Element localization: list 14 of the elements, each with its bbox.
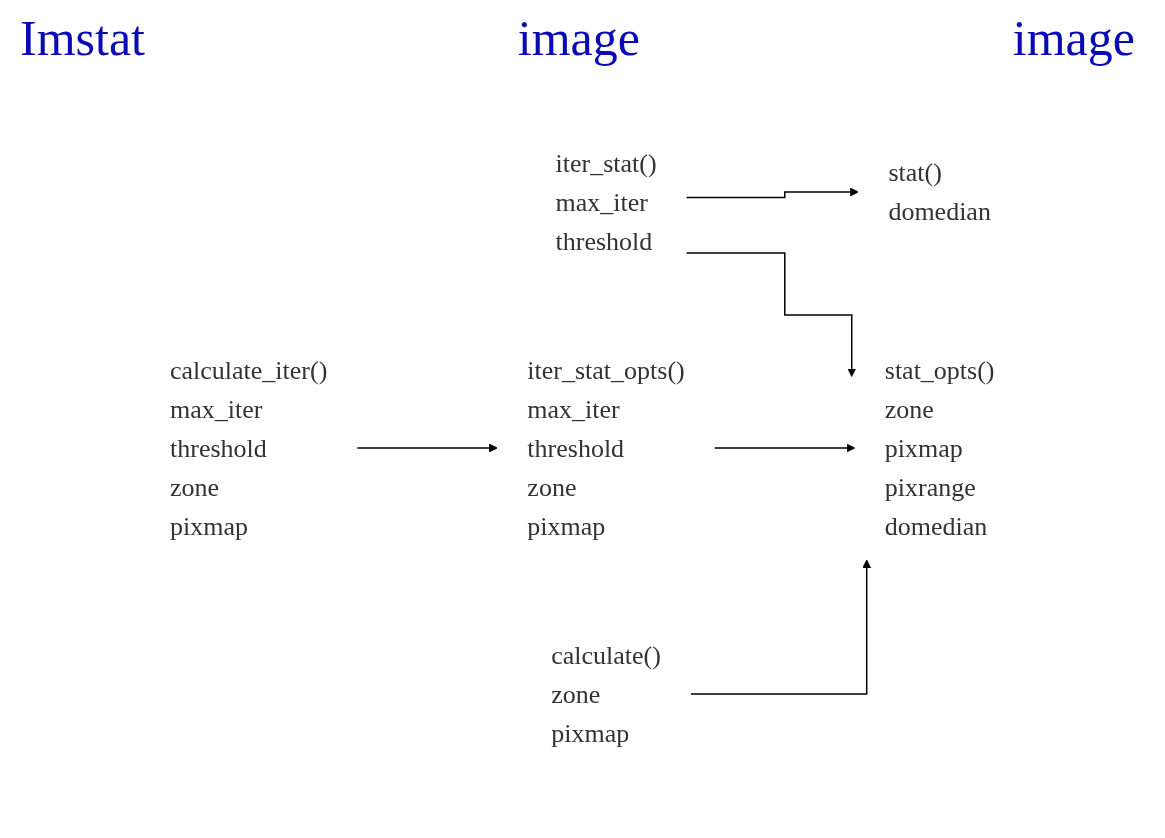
node-text: calculate_iter() max_iter threshold zone pixmap	[170, 355, 328, 541]
node-text: calculate() zone pixmap	[551, 640, 662, 748]
column-heading: Imstat	[20, 9, 145, 68]
arrow	[356, 443, 498, 453]
arrow	[686, 252, 857, 377]
arrow	[690, 559, 872, 695]
arrow	[714, 443, 856, 453]
arrow	[686, 187, 859, 199]
node-text: iter_stat_opts() max_iter threshold zone pixmap	[527, 355, 685, 541]
column-heading: image	[1012, 9, 1135, 68]
node-text: stat() domedian	[888, 158, 992, 226]
node-text: iter_stat() max_iter threshold	[555, 148, 657, 256]
column-heading: image	[517, 9, 640, 68]
node-text: stat_opts() zone pixmap pixrange domedian	[885, 355, 995, 541]
